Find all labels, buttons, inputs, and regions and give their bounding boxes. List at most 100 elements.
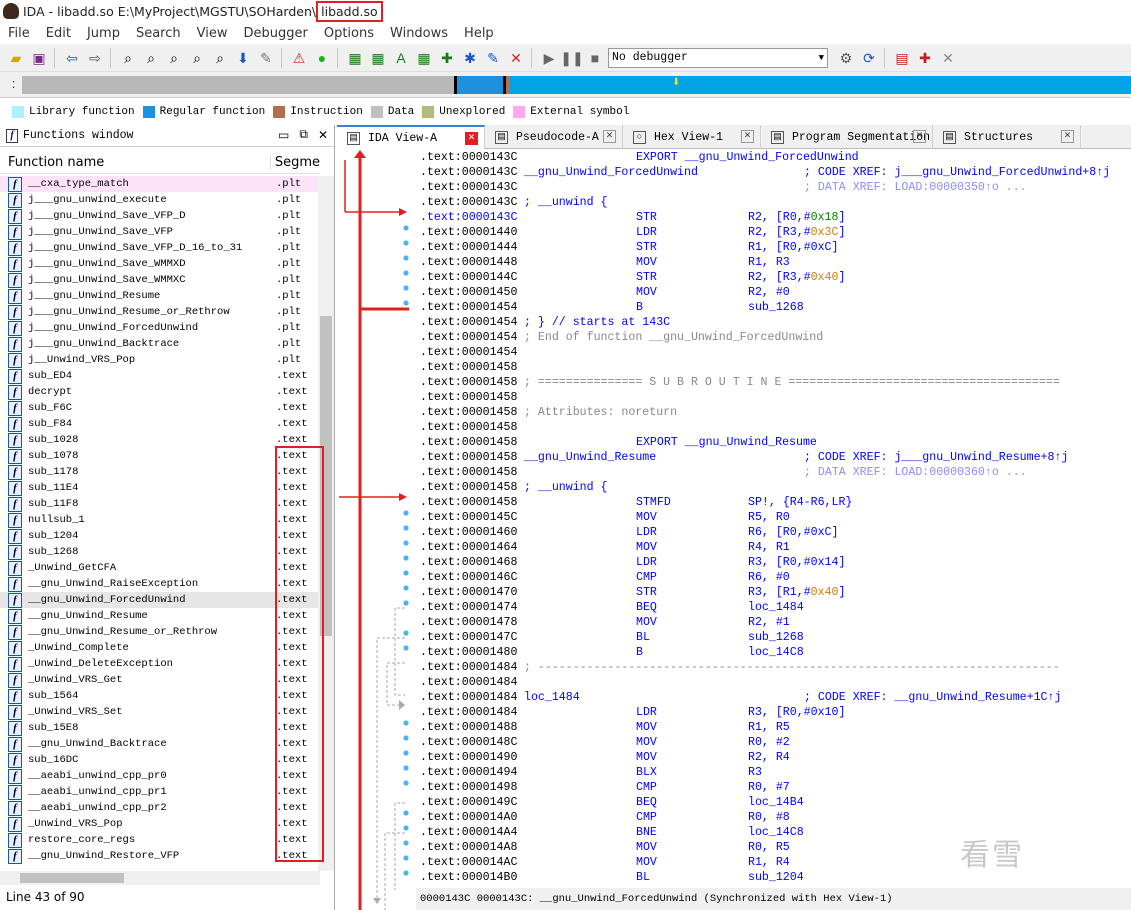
function-row[interactable]: f__aeabi_unwind_cpp_pr2.text <box>0 800 318 816</box>
sync-icon[interactable]: ⟳ <box>863 49 875 66</box>
disasm-line[interactable]: .text:00001458__gnu_Unwind_Resume; CODE … <box>416 450 1131 465</box>
patch-icon[interactable]: ✎ <box>260 49 272 66</box>
search-binary-icon[interactable]: ⌕ <box>170 49 178 66</box>
tab-structures[interactable]: ▤Structures✕ <box>933 125 1081 149</box>
function-row[interactable]: f__gnu_Unwind_Backtrace.text <box>0 736 318 752</box>
function-row[interactable]: f__gnu_Unwind_RaiseException.text <box>0 576 318 592</box>
function-row[interactable]: f_Unwind_VRS_Get.text <box>0 672 318 688</box>
disasm-line[interactable]: .text:00001454 <box>416 345 1131 360</box>
search-text-icon[interactable]: ⌕ <box>147 49 155 66</box>
menu-item-debugger[interactable]: Debugger <box>243 25 308 41</box>
tab-program-segmentation[interactable]: ▤Program Segmentation✕ <box>761 125 933 149</box>
open-icon[interactable]: ▰ <box>10 49 22 66</box>
disasm-line[interactable]: .text:00001458; =============== S U B R … <box>416 375 1131 390</box>
float-icon[interactable]: ⧉ <box>299 128 308 142</box>
close-icon[interactable]: ✕ <box>317 129 328 143</box>
tab-hex-view-1[interactable]: ○Hex View-1✕ <box>623 125 761 149</box>
menu-item-help[interactable]: Help <box>464 25 494 41</box>
disasm-line[interactable]: .text:00001458; __unwind { <box>416 480 1131 495</box>
scrollbar-thumb[interactable] <box>20 873 124 883</box>
function-row[interactable]: f__cxa_type_match.plt <box>0 176 318 192</box>
create-code-icon[interactable]: ▦ <box>348 49 362 66</box>
create-string-icon[interactable]: A <box>396 49 406 66</box>
menu-item-windows[interactable]: Windows <box>390 25 449 41</box>
disasm-line[interactable]: .text:00001454; } // starts at 143C <box>416 315 1131 330</box>
breakpoint-list-icon[interactable]: ▤ <box>895 49 909 66</box>
disasm-line[interactable]: .text:00001454; End of function __gnu_Un… <box>416 330 1131 345</box>
disasm-line[interactable]: .text:00001484 <box>416 675 1131 690</box>
disasm-line[interactable]: .text:0000143C; __unwind { <box>416 195 1131 210</box>
back-icon[interactable]: ⇦ <box>66 49 78 66</box>
close-tab-icon[interactable]: ✕ <box>741 130 754 143</box>
tab-ida-view-a[interactable]: ▤IDA View-A✕ <box>337 125 485 149</box>
create-enum-icon[interactable]: ✱ <box>464 49 476 66</box>
add-breakpoint-icon[interactable]: ✚ <box>919 49 931 66</box>
disasm-line[interactable]: .text:00001458 <box>416 420 1131 435</box>
forward-icon[interactable]: ⇨ <box>89 49 101 66</box>
disasm-line[interactable]: .text:0000143C; DATA XREF: LOAD:00000350… <box>416 180 1131 195</box>
function-row[interactable]: f_Unwind_VRS_Set.text <box>0 704 318 720</box>
disasm-line[interactable]: .text:00001458; Attributes: noreturn <box>416 405 1131 420</box>
jump-down-icon[interactable]: ⬇ <box>237 49 249 66</box>
disasm-line[interactable]: .text:0000143C__gnu_Unwind_ForcedUnwind;… <box>416 165 1131 180</box>
stop-icon[interactable]: ■ <box>590 49 600 66</box>
menu-item-jump[interactable]: Jump <box>86 25 120 41</box>
create-function-icon[interactable]: ✚ <box>441 49 453 66</box>
menu-item-file[interactable]: File <box>8 25 30 41</box>
warning-icon[interactable]: ⚠ <box>292 49 306 66</box>
function-row[interactable]: f__gnu_Unwind_Restore_VFP.text <box>0 848 318 864</box>
column-segment[interactable]: Segme <box>274 155 320 170</box>
save-icon[interactable]: ▣ <box>32 49 46 66</box>
close-tab-icon[interactable]: ✕ <box>465 132 478 145</box>
column-function-name[interactable]: Function name <box>0 155 271 170</box>
search-immediate-icon[interactable]: ⌕ <box>193 49 201 66</box>
disasm-line[interactable]: .text:00001458 <box>416 390 1131 405</box>
search-next-icon[interactable]: ⌕ <box>216 49 224 66</box>
function-row[interactable]: f_Unwind_DeleteException.text <box>0 656 318 672</box>
debugger-select[interactable]: No debugger▼ <box>608 47 828 68</box>
binoculars-icon[interactable]: ⌕ <box>124 49 132 66</box>
